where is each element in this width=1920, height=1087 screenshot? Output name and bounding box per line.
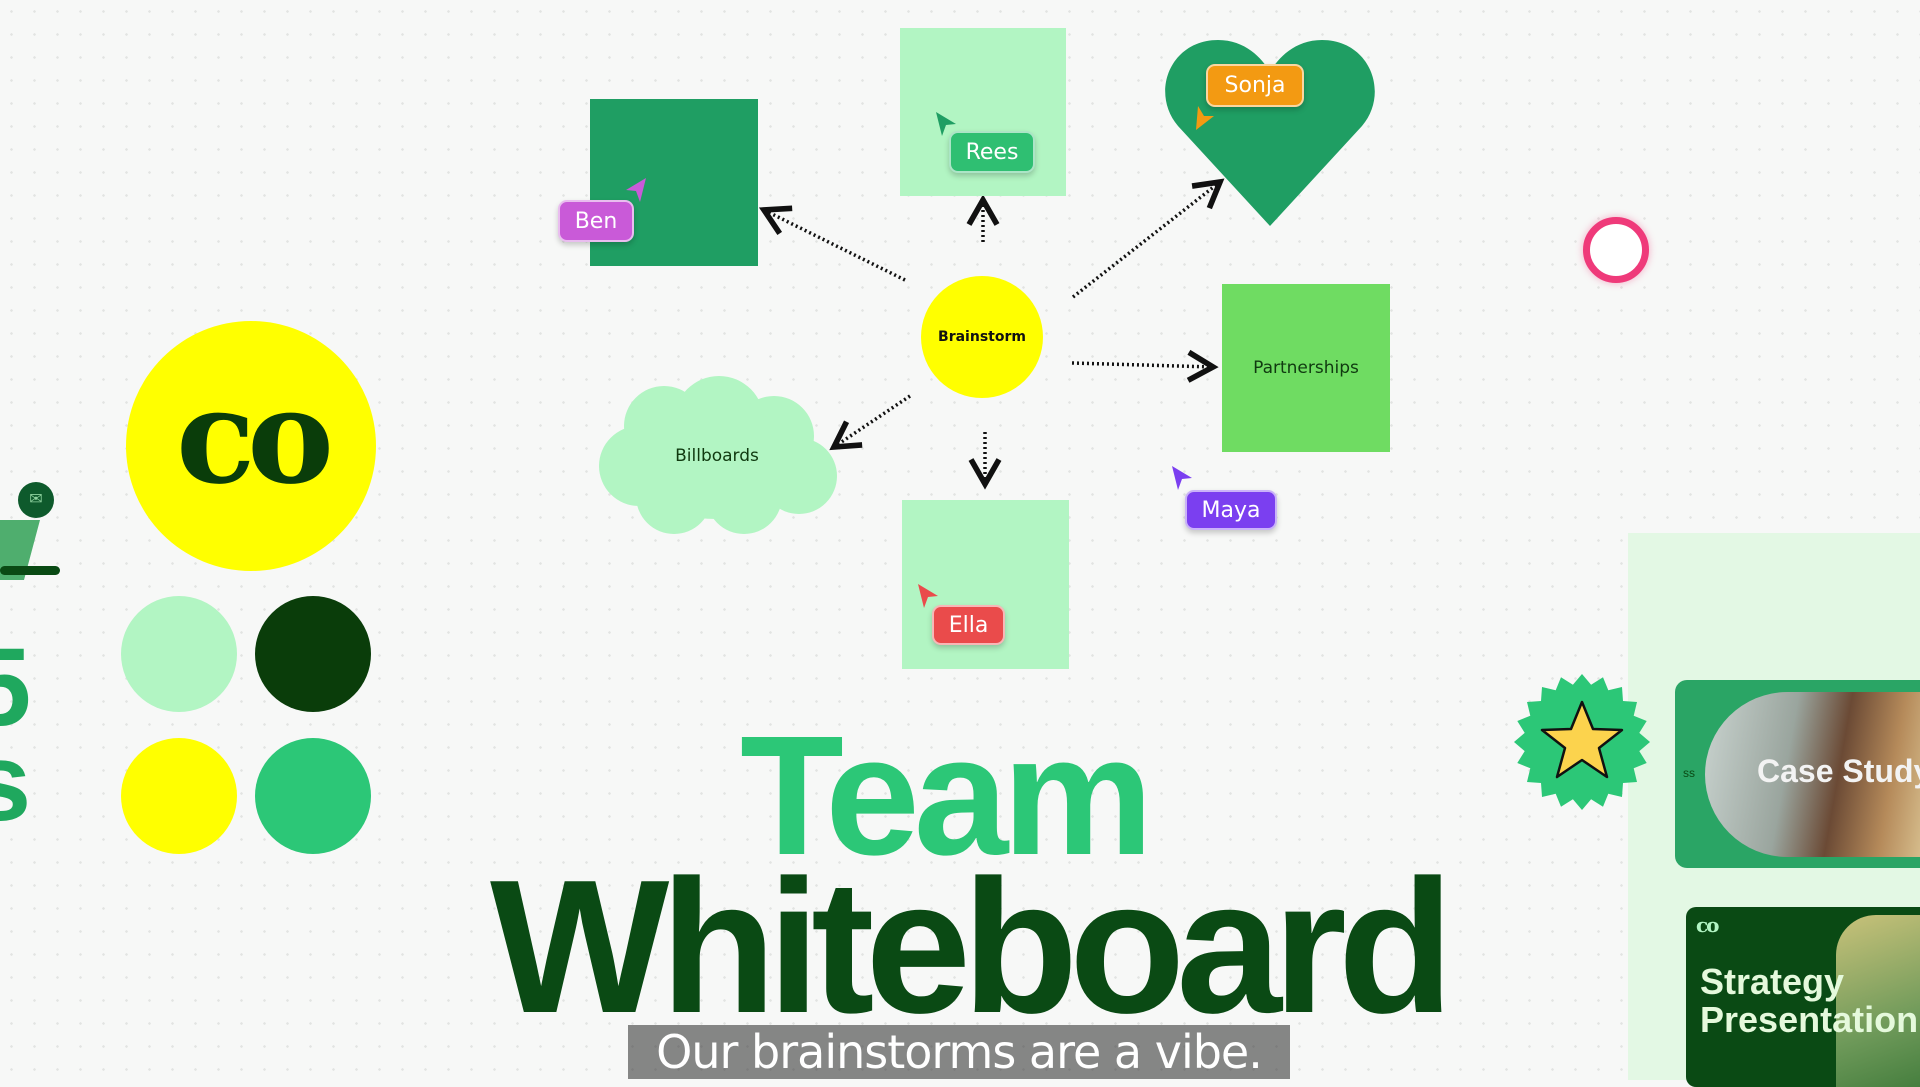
cursor-ella-icon	[918, 584, 938, 608]
cursor-sonja-icon	[1196, 106, 1214, 130]
arrow-to-heart	[1071, 178, 1225, 299]
title-whiteboard: Whiteboard	[490, 841, 1454, 1053]
partnerships-node[interactable]: Partnerships	[1222, 284, 1390, 452]
cursor-label-maya: Maya	[1185, 490, 1277, 530]
palette-swatch-light-green	[121, 596, 237, 712]
billboards-cloud[interactable]	[594, 376, 840, 536]
case-study-photo	[1705, 692, 1920, 857]
cursor-rees-icon	[936, 112, 956, 136]
cursor-label-rees: Rees	[949, 131, 1035, 173]
brand-logo: co	[126, 321, 376, 571]
case-study-card[interactable]: ss Case Study	[1675, 680, 1920, 868]
cursor-label-ella: Ella	[932, 605, 1005, 645]
title-team: Team	[740, 701, 1153, 891]
cursor-ben-icon	[626, 178, 646, 202]
billboards-label: Billboards	[675, 446, 759, 466]
palette-swatch-yellow	[121, 738, 237, 854]
billboards-label-wrap: Billboards	[594, 376, 840, 536]
partial-illustration: ✉	[0, 470, 60, 580]
brainstorm-node[interactable]: Brainstorm	[921, 276, 1043, 398]
arrow-to-ben-square	[758, 205, 906, 282]
palette-swatch-green	[255, 738, 371, 854]
star-badge-icon	[1514, 674, 1650, 810]
case-study-tag: ss	[1683, 766, 1695, 780]
brainstorm-label: Brainstorm	[938, 329, 1026, 345]
recording-indicator	[1583, 217, 1649, 283]
mail-icon: ✉	[18, 482, 54, 518]
cursor-label-sonja: Sonja	[1206, 64, 1304, 107]
partnerships-label: Partnerships	[1253, 358, 1359, 378]
strategy-photo	[1836, 915, 1920, 1087]
case-study-title: Case Study	[1757, 753, 1920, 789]
strategy-logo: co	[1696, 913, 1719, 937]
arrow-to-partnerships	[1071, 349, 1219, 383]
caption-text: Our brainstorms are a vibe.	[656, 1025, 1263, 1079]
strategy-title: Strategy Presentation	[1700, 961, 1919, 1040]
cursor-label-ben: Ben	[558, 200, 634, 242]
cursor-maya-icon	[1172, 466, 1192, 490]
arrow-to-billboards	[829, 394, 911, 451]
subtitle-caption: Our brainstorms are a vibe.	[628, 1025, 1290, 1079]
strategy-presentation-card[interactable]: co Strategy Presentation	[1686, 907, 1920, 1087]
palette-swatch-dark-green	[255, 596, 371, 712]
